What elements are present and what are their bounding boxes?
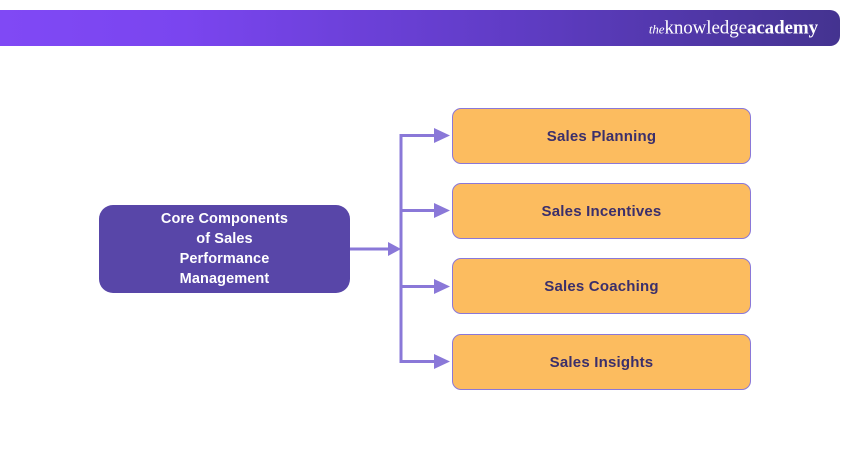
arrowhead-branch-0 [434,128,450,143]
root-node[interactable]: Core Components of Sales Performance Man… [99,205,350,293]
branch-node-sales-coaching[interactable]: Sales Coaching [452,258,751,314]
root-node-label-line-2: of Sales [196,231,253,247]
branch-node-sales-insights[interactable]: Sales Insights [452,334,751,390]
branch-node-sales-planning[interactable]: Sales Planning [452,108,751,164]
arrowhead-branch-1 [434,203,450,218]
root-node-label-line-3: Performance [179,251,270,267]
branch-node-label: Sales Incentives [541,202,662,220]
root-node-label: Core Components of Sales Performance Man… [153,209,296,289]
branch-node-label: Sales Insights [549,353,654,371]
header-bar: theknowledgeacademy [0,10,840,46]
arrowhead-root-stub [388,242,401,256]
branch-node-sales-incentives[interactable]: Sales Incentives [452,183,751,239]
brand-logo-prefix: the [648,21,665,37]
root-node-label-line-1: Core Components [160,211,289,227]
branch-node-label: Sales Planning [546,127,657,145]
root-node-label-line-4: Management [179,271,270,287]
brand-logo-suffix: academy [746,17,818,39]
branch-node-label: Sales Coaching [544,277,659,295]
brand-logo: theknowledgeacademy [649,19,818,38]
brand-logo-middle: knowledge [664,17,747,39]
arrowhead-branch-3 [434,354,450,369]
arrowhead-branch-2 [434,279,450,294]
